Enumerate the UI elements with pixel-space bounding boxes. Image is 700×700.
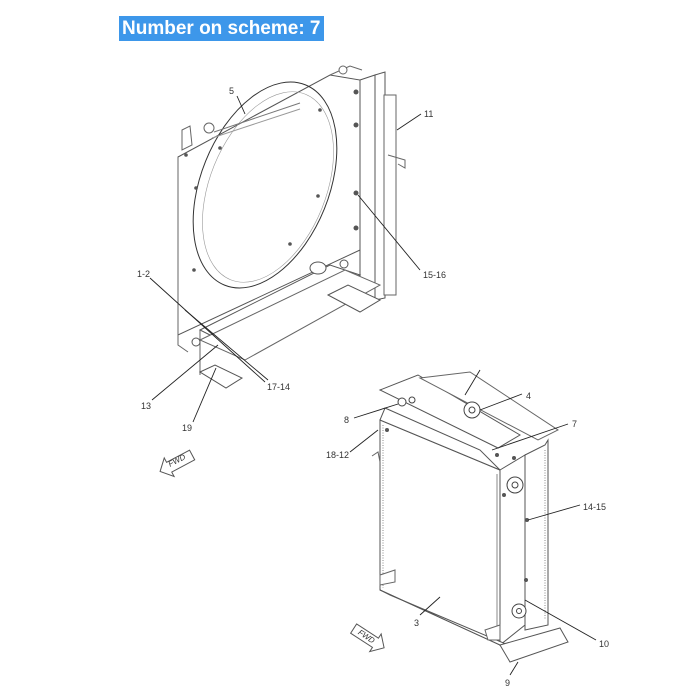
leader-lines xyxy=(149,95,597,676)
callout-10: 10 xyxy=(599,639,610,649)
callout-9: 9 xyxy=(505,678,511,688)
callout-5: 5 xyxy=(229,86,235,96)
fwd-arrow-upper xyxy=(159,449,196,478)
callout-15-16: 15-16 xyxy=(423,270,447,280)
callout-11: 11 xyxy=(424,109,434,119)
scheme-number-badge: Number on scheme: 7 xyxy=(119,16,324,41)
callout-3: 3 xyxy=(414,618,420,628)
callout-19: 19 xyxy=(182,423,193,433)
callout-1-2: 1-2 xyxy=(137,269,151,279)
callout-8: 8 xyxy=(344,415,350,425)
fan-shroud-assembly xyxy=(177,65,406,389)
callout-13: 13 xyxy=(141,401,152,411)
callout-14-15: 14-15 xyxy=(583,502,607,512)
callout-18-12: 18-12 xyxy=(326,450,350,460)
radiator-assembly xyxy=(371,371,569,663)
callout-4: 4 xyxy=(526,391,532,401)
callout-7: 7 xyxy=(572,419,578,429)
callout-17-14: 17-14 xyxy=(267,382,291,392)
fwd-arrow-lower xyxy=(349,623,385,653)
